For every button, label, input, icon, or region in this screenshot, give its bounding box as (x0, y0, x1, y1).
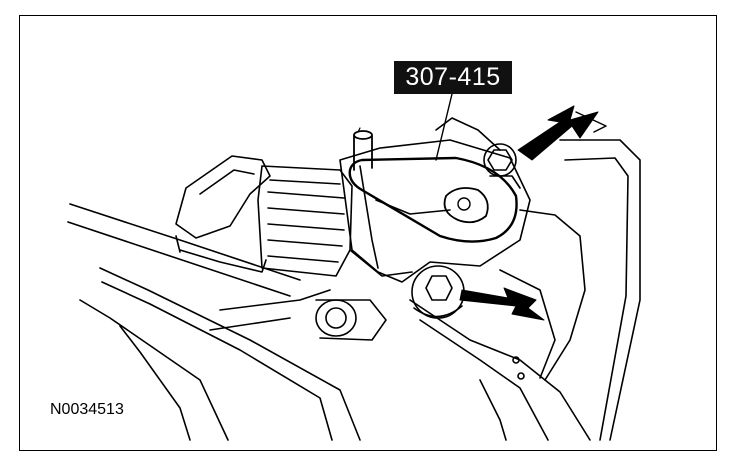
arrow-lower-bolt-icon (459, 287, 545, 321)
pivot-boss (315, 299, 387, 341)
figure-frame (19, 15, 717, 451)
lower-bolt (411, 265, 465, 319)
range-sensor-body (339, 117, 531, 283)
tool-callout-label: 307-415 (394, 61, 512, 94)
callout-leader-line (435, 93, 453, 161)
arrow-upper-bolt-icon (517, 105, 607, 161)
upper-bolt (483, 143, 521, 189)
transmission-case (67, 139, 641, 441)
alignment-tool (348, 127, 518, 243)
figure-id: N0034513 (50, 401, 124, 418)
